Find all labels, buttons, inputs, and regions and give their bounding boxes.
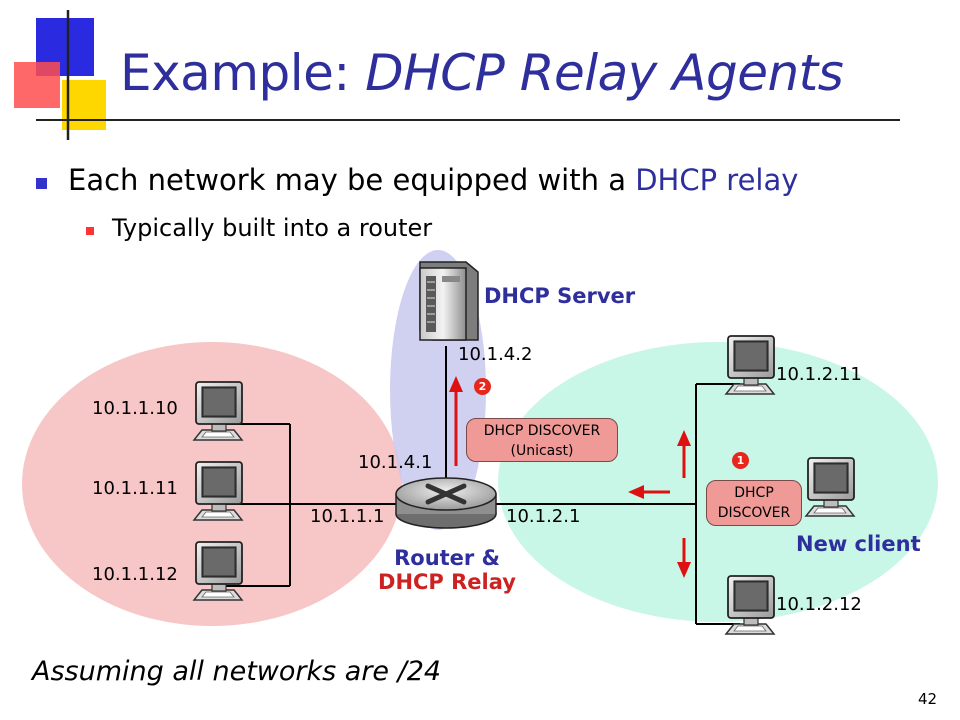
bullet-main-prefix: Each network may be equipped with a (68, 163, 636, 197)
computer-monitor-icon (725, 335, 775, 395)
title-prefix: Example: (120, 44, 366, 102)
client-discover-box: DHCP DISCOVER (706, 480, 802, 526)
page-number: 42 (918, 690, 938, 708)
ip-client-2: 10.1.2.12 (776, 594, 862, 615)
ip-host-1: 10.1.1.10 (92, 398, 178, 419)
ip-router-right: 10.1.2.1 (506, 506, 581, 527)
bullet-main-highlight: DHCP relay (635, 163, 799, 197)
step-badge-2: 2 (474, 378, 491, 395)
arrow-left-client (628, 485, 670, 499)
computer-monitor-icon (193, 541, 243, 601)
dhcp-server-label: DHCP Server (484, 284, 636, 308)
ip-host-3: 10.1.1.12 (92, 564, 178, 585)
sub-bullet-square-icon (86, 227, 94, 235)
client-msg-line2: DISCOVER (717, 505, 791, 521)
corner-squares-logo (14, 10, 900, 140)
ip-router-top: 10.1.4.1 (358, 452, 433, 473)
computer-monitor-icon (193, 461, 243, 521)
ip-client-1: 10.1.2.11 (776, 364, 862, 385)
client-msg-line1: DHCP (734, 485, 774, 501)
router-icon (395, 477, 497, 529)
arrow-up-relay (449, 376, 463, 466)
server-tower-icon (419, 261, 479, 341)
bullet-main: Each network may be equipped with a DHCP… (68, 163, 798, 197)
ip-server: 10.1.4.2 (458, 344, 533, 365)
bullet-square-icon (36, 178, 47, 189)
title-emphasis: DHCP Relay Agents (365, 44, 844, 102)
router-label-line1: Router & (394, 546, 500, 570)
arrow-down-client (677, 538, 691, 578)
relay-discover-box: DHCP DISCOVER (Unicast) (466, 418, 618, 462)
computer-monitor-icon (193, 381, 243, 441)
relay-msg-line2: (Unicast) (510, 443, 574, 459)
relay-msg-line1: DHCP DISCOVER (483, 423, 601, 439)
ip-host-2: 10.1.1.11 (92, 478, 178, 499)
ip-router-left: 10.1.1.1 (310, 506, 385, 527)
new-client-label: New client (796, 532, 921, 556)
bullet-sub: Typically built into a router (112, 214, 433, 242)
footnote: Assuming all networks are /24 (32, 656, 442, 687)
page-title: Example: DHCP Relay Agents (120, 44, 844, 102)
computer-monitor-icon (805, 457, 855, 517)
step-badge-1: 1 (732, 452, 749, 469)
arrow-up-client (677, 430, 691, 478)
router-label-line2: DHCP Relay (378, 570, 516, 594)
computer-monitor-icon (725, 575, 775, 635)
router-label: Router & DHCP Relay (362, 546, 532, 594)
right-wiring (492, 383, 740, 625)
